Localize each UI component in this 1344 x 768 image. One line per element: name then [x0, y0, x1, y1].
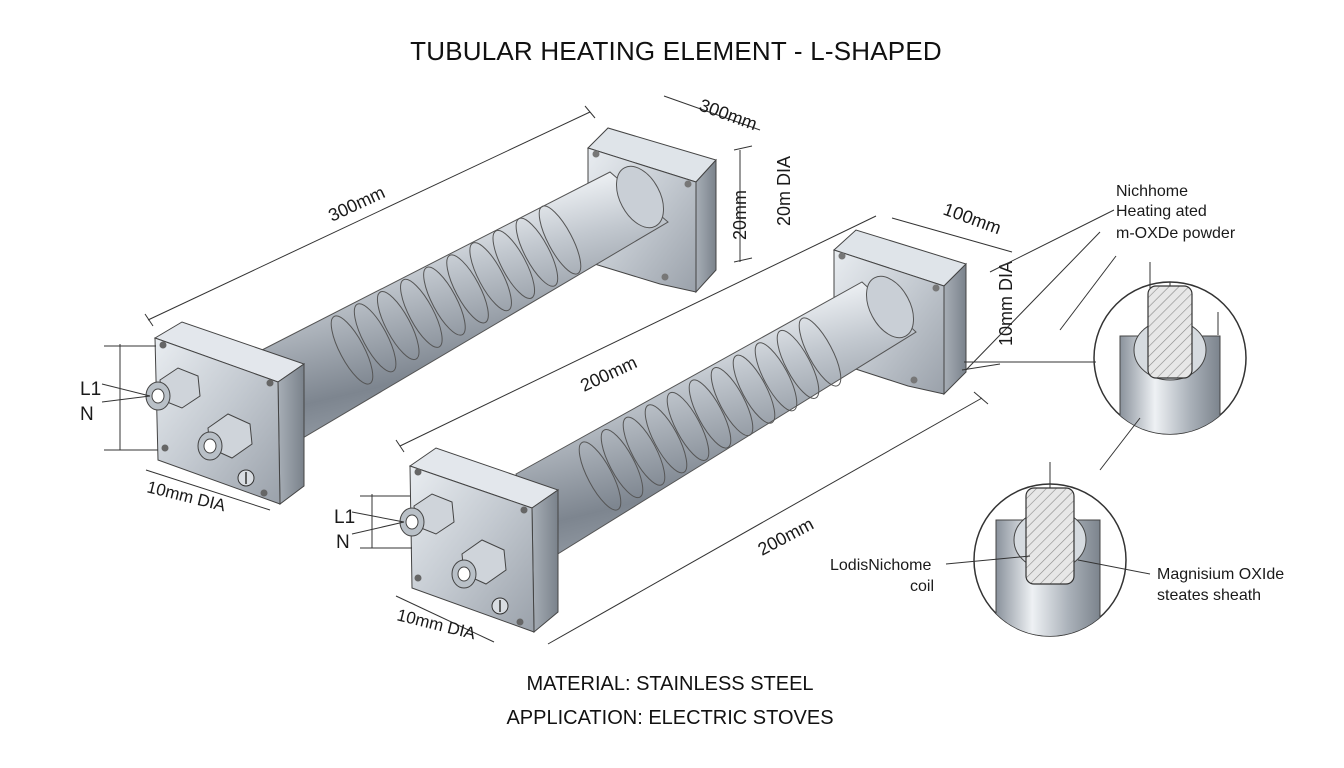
callout-coil-line2: coil	[910, 578, 934, 595]
coil-ring	[492, 229, 536, 299]
right-terminal-l1	[399, 493, 455, 537]
callout-top-line1: Nichhome	[1116, 183, 1188, 200]
right-flange-dia-label: 10mm DIA	[996, 261, 1016, 346]
left-terminal-n-label: N	[80, 404, 94, 425]
coil-ring	[622, 416, 666, 486]
application-label: APPLICATION: ELECTRIC STOVES	[506, 707, 834, 729]
left-front-plate	[145, 321, 306, 505]
right-length-bottom-label: 200mm	[754, 514, 816, 560]
coil-ring	[754, 342, 798, 412]
coil-ring	[644, 404, 688, 474]
left-tube	[261, 165, 669, 443]
material-label: MATERIAL: STAINLESS STEEL	[526, 673, 814, 695]
left-terminal-n	[197, 413, 253, 461]
callout-sheath-line2: steates sheath	[1157, 587, 1261, 604]
callout-top-line2: Heating ated	[1116, 203, 1207, 220]
coil-ring	[330, 315, 374, 385]
left-flange-width-label: 300mm	[697, 95, 760, 134]
coil-ring	[710, 367, 754, 437]
right-length-top-label: 200mm	[577, 352, 640, 395]
right-dimension-lines	[351, 215, 1101, 645]
callout-leader-lines	[945, 209, 1151, 575]
callout-coil-line1: LodisNichome	[830, 557, 931, 574]
coil-ring	[400, 278, 443, 348]
coil-ring	[446, 254, 489, 324]
coil-ring	[538, 205, 582, 275]
coil-ring	[515, 217, 559, 287]
ground-symbol-icon	[237, 469, 255, 487]
coil-ring	[376, 291, 420, 361]
coil-ring	[578, 441, 622, 511]
left-terminal-l1-label: L1	[80, 379, 101, 400]
right-terminal-l1-label: L1	[334, 507, 355, 528]
coil-ring	[469, 242, 512, 312]
coil-ring	[732, 354, 776, 424]
cross-section-detail-top	[1093, 262, 1247, 435]
right-heating-element: 200mm 200mm 100mm 10mm DIA L1 N 10mm DIA	[334, 199, 1101, 645]
coil-ring	[776, 329, 820, 399]
right-terminal-dia-label: 10mm DIA	[395, 605, 478, 643]
right-tube	[515, 275, 917, 561]
left-length-label: 300mm	[325, 182, 388, 225]
page-title: TUBULAR HEATING ELEMENT - L-SHAPED	[410, 36, 942, 66]
coil-ring	[353, 303, 397, 373]
callout-sheath-line1: Magnisium OXIde	[1157, 566, 1284, 583]
ground-symbol-icon	[491, 597, 509, 615]
coil-ring	[423, 266, 466, 336]
coil-ring	[666, 391, 710, 461]
left-flange-dia-label: 20m DIA	[774, 156, 794, 226]
left-terminal-l1	[145, 367, 201, 411]
coil-ring	[798, 317, 842, 387]
cross-section-detail-bottom	[973, 462, 1127, 637]
right-terminal-n-label: N	[336, 532, 350, 553]
left-heating-element: 300mm 300mm 20mm 20m DIA L1 N 10mm DIA	[80, 95, 794, 516]
right-flange-width-label: 100mm	[941, 199, 1004, 238]
left-dimension-lines	[101, 95, 761, 511]
left-flange-height-label: 20mm	[730, 190, 750, 240]
right-terminal-n	[451, 539, 507, 589]
right-front-plate	[399, 447, 560, 634]
coil-ring	[600, 429, 644, 499]
callout-top-line3: m-OXDe powder	[1116, 225, 1236, 242]
coil-ring	[688, 379, 732, 449]
